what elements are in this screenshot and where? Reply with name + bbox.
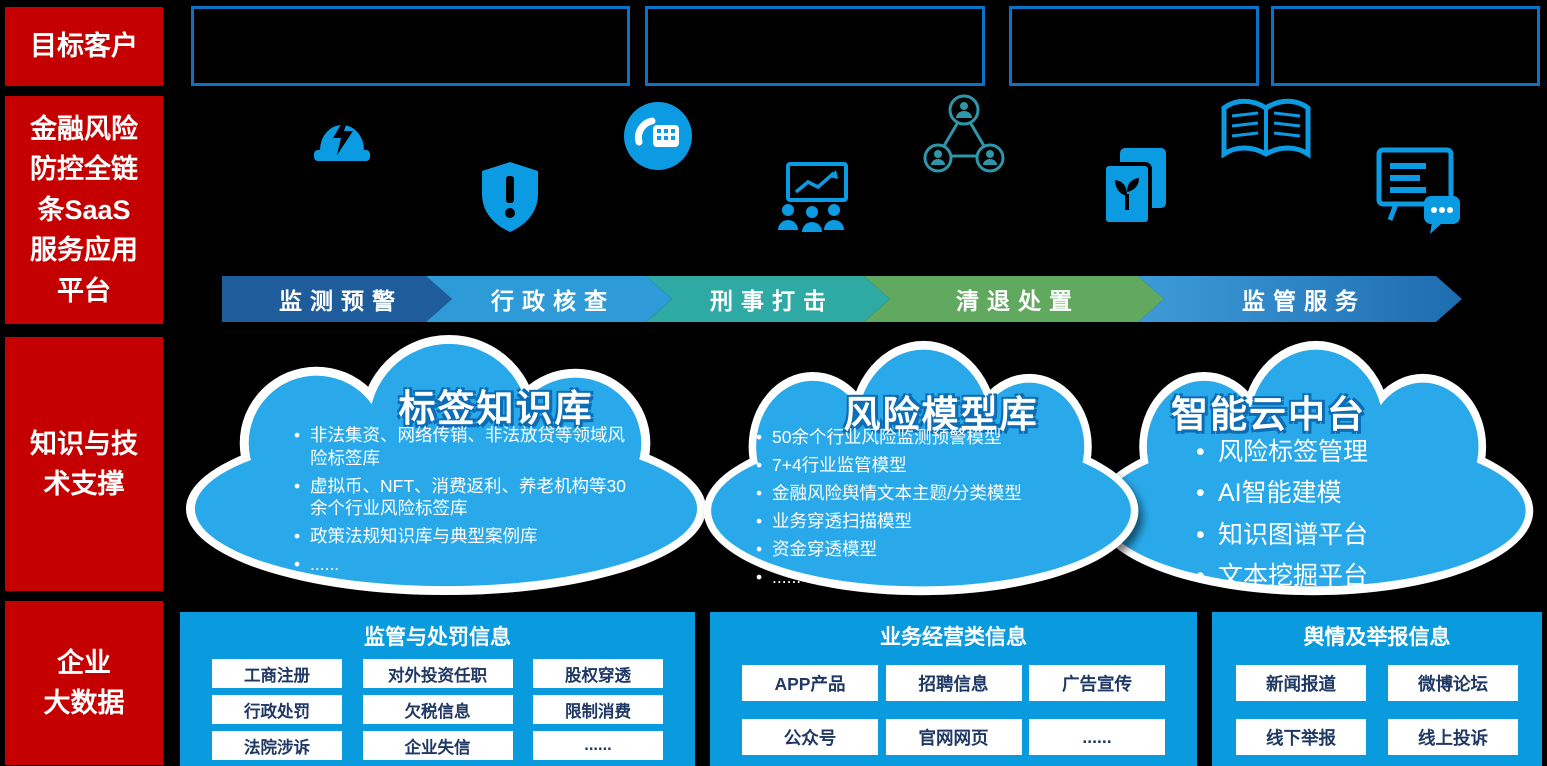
data-chip: 法院涉诉 [212, 731, 342, 760]
cloud-label-knowledge-base: 标签知识库 非法集资、网络传销、非法放贷等领域风险标签库 虚拟币、NFT、消费返… [172, 332, 720, 600]
panel-regulatory-penalty-info: 监管与处罚信息 工商注册 对外投资任职 股权穿透 行政处罚 欠税信息 限制消费 … [180, 612, 695, 766]
cloud-intelligent-cloud-platform: 智能云中台 风险标签管理 AI智能建模 知识图谱平台 文本挖掘平台 [1082, 338, 1545, 600]
data-chip: 微博论坛 [1388, 665, 1518, 701]
warning-shield-icon [482, 162, 538, 232]
data-chip: 官网网页 [885, 719, 1022, 755]
cloud-item: 非法集资、网络传销、非法放贷等领域风险标签库 [292, 424, 627, 470]
panel-public-opinion-report-info: 舆情及举报信息 新闻报道 微博论坛 线下举报 线上投诉 [1212, 612, 1542, 766]
data-chip: 新闻报道 [1236, 665, 1366, 701]
data-chip: 广告宣传 [1029, 665, 1165, 701]
panel-title: 监管与处罚信息 [364, 626, 511, 649]
data-chip: APP产品 [742, 665, 878, 701]
cloud-item: 风险标签管理 [1194, 434, 1524, 471]
data-chip: 对外投资任职 [362, 659, 513, 688]
cloud-item: 资金穿透模型 [754, 538, 1104, 561]
rail-enterprise-bigdata: 企业 大数据 [5, 601, 163, 765]
rail-saas-platform: 金融风险 防控全链 条SaaS 服务应用 平台 [5, 96, 163, 324]
target-customer-box-2 [645, 6, 985, 86]
document-growth-icon [1102, 148, 1166, 226]
cloud-item: 7+4行业监管模型 [754, 454, 1104, 477]
cloud-item: 50余个行业风险监测预警模型 [754, 426, 1104, 449]
cloud-item: 政策法规知识库与典型案例库 [292, 525, 627, 548]
panel-grid: 新闻报道 微博论坛 线下举报 线上投诉 [1212, 651, 1542, 755]
open-book-icon [1221, 98, 1311, 159]
cloud-risk-model-library: 风险模型库 50余个行业风险监测预警模型 7+4行业监管模型 金融风险舆情文本主… [692, 338, 1150, 600]
data-chip: 欠税信息 [362, 695, 513, 724]
data-chip: 企业失信 [362, 731, 513, 760]
stage-clearance-disposal: 清退处置 [864, 276, 1164, 322]
rail-target-customers: 目标客户 [5, 7, 163, 86]
cloud-item: 金融风险舆情文本主题/分类模型 [754, 482, 1104, 505]
panel-grid: 工商注册 对外投资任职 股权穿透 行政处罚 欠税信息 限制消费 法院涉诉 企业失… [180, 651, 695, 760]
cloud-item: ...... [292, 553, 627, 576]
people-network-icon [923, 94, 1005, 173]
panel-title: 舆情及举报信息 [1303, 626, 1451, 649]
cloud-item: 业务穿透扫描模型 [754, 510, 1104, 533]
data-chip: ...... [1029, 719, 1165, 755]
stage-regulatory-service: 监管服务 [1138, 276, 1462, 322]
data-chip: 限制消费 [533, 695, 663, 724]
cloud-item: 虚拟币、NFT、消费返利、养老机构等30余个行业风险标签库 [292, 475, 627, 521]
data-chip: 线下举报 [1236, 719, 1366, 755]
data-chip: 线上投诉 [1388, 719, 1518, 755]
panel-title: 业务经营类信息 [880, 626, 1027, 649]
target-customer-box-4 [1271, 6, 1540, 86]
data-chip: ...... [533, 731, 663, 760]
data-chip: 行政处罚 [212, 695, 342, 724]
alarm-siren-icon [314, 116, 370, 161]
data-chip: 招聘信息 [885, 665, 1022, 701]
handcuffs-icon [624, 102, 692, 170]
cloud-item-list: 风险标签管理 AI智能建模 知识图谱平台 文本挖掘平台 [1194, 434, 1524, 599]
presentation-chart-icon [778, 162, 848, 232]
cloud-item: 知识图谱平台 [1194, 517, 1524, 554]
stage-admin-verification: 行政核查 [426, 276, 672, 322]
cloud-item-list: 非法集资、网络传销、非法放贷等领域风险标签库 虚拟币、NFT、消费返利、养老机构… [292, 424, 627, 581]
cloud-item: ...... [754, 566, 1104, 589]
cloud-item-list: 50余个行业风险监测预警模型 7+4行业监管模型 金融风险舆情文本主题/分类模型… [754, 426, 1104, 595]
cloud-item: 文本挖掘平台 [1194, 558, 1524, 595]
stage-monitor-warning: 监测预警 [222, 276, 452, 322]
target-customer-box-1 [191, 6, 630, 86]
data-chip: 公众号 [742, 719, 878, 755]
cloud-item: AI智能建模 [1194, 475, 1524, 512]
cloud-title: 标签知识库 [398, 388, 594, 429]
panel-business-operation-info: 业务经营类信息 APP产品 招聘信息 广告宣传 公众号 官网网页 ...... [710, 612, 1197, 766]
panel-grid: APP产品 招聘信息 广告宣传 公众号 官网网页 ...... [710, 651, 1197, 755]
cloud-title: 智能云中台 [1171, 394, 1366, 435]
rail-knowledge-tech: 知识与技 术支撑 [5, 337, 163, 591]
target-customer-box-3 [1009, 6, 1259, 86]
data-chip: 工商注册 [212, 659, 342, 688]
stage-criminal-crackdown: 刑事打击 [646, 276, 890, 322]
monitor-feedback-icon [1376, 147, 1460, 234]
data-chip: 股权穿透 [533, 659, 663, 688]
